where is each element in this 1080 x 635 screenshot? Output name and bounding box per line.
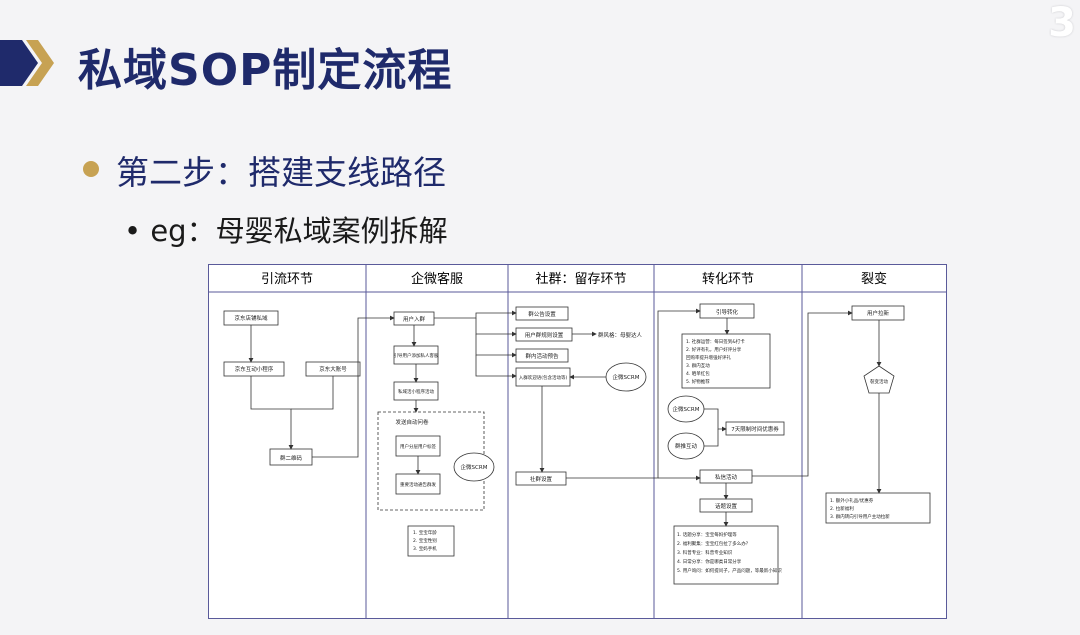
node-convert-list	[681, 333, 771, 389]
bullet-dot-icon	[83, 161, 99, 177]
node-label: 京东店铺私域	[234, 314, 268, 322]
list-line: 3. 宝妈手机	[413, 545, 437, 552]
node-label: 企微SCRM	[461, 463, 488, 471]
node-label: 私信活动	[715, 473, 738, 481]
node-label: 私域活小程序活动	[398, 388, 434, 395]
column-header: 转化环节	[702, 272, 754, 287]
node-label: 用户群规则设置	[525, 331, 564, 339]
list-line: 2. 宝宝性别	[413, 537, 437, 544]
column-header: 引流环节	[261, 272, 313, 287]
node-label: 用户拉新	[867, 309, 890, 317]
node-label: 引导转化	[716, 308, 739, 316]
list-line: 2. 好评有礼，用户好评分享	[686, 346, 742, 353]
node-label: 发送自动问卷	[395, 418, 429, 426]
slide-title: 私域SOP制定流程	[78, 45, 453, 96]
step-heading: 第二步：搭建支线路径	[116, 153, 446, 192]
node-scrm-a	[453, 452, 495, 482]
column-header: 企微客服	[411, 271, 463, 287]
node-label: 重要活动通告群发	[400, 481, 436, 488]
title-chevron-icon	[0, 40, 54, 86]
list-line: 5. 好物推荐	[686, 378, 710, 385]
node-label: 用户分层用户标签	[400, 443, 436, 450]
node-fission-list	[825, 492, 931, 524]
node-label: 入群欢迎语(包含活动等)	[519, 374, 568, 381]
list-line: 3. 群内转向引导用户主动拉新	[830, 513, 890, 520]
node-label: 社群设置	[530, 475, 553, 483]
list-line: 3. 科普专业：科普专业知识	[677, 549, 733, 556]
node-label: 京东大账号	[319, 365, 347, 373]
node-label: 群风格：母婴达人	[598, 331, 643, 339]
list-line: 1. 社群运营：每日签到&打卡	[686, 338, 745, 345]
node-label: 群内活动预告	[525, 352, 559, 360]
example-heading: • eg：母婴私域案例拆解	[124, 214, 448, 248]
node-label: 群推互动	[675, 442, 698, 450]
node-topic-list	[673, 525, 779, 585]
diagram-frame	[208, 264, 947, 619]
node-label: 用户入群	[403, 315, 426, 323]
node-label: 引导用户添加私人客服	[394, 352, 439, 359]
list-line: 4. 晒单红包	[686, 370, 710, 377]
list-line: 2. 福利聚集：宝宝红包拉了多么办？	[677, 540, 750, 547]
node-label: 京东互动小程序	[235, 365, 274, 373]
node-label: 裂变活动	[870, 378, 888, 385]
node-jd-mini	[223, 361, 285, 377]
node-label: 企微SCRM	[673, 405, 700, 413]
column-header: 社群：留存环节	[535, 271, 626, 287]
corner-page-mark: 3	[1048, 0, 1076, 46]
list-line: 1. 额外小礼品/优惠券	[830, 497, 874, 504]
list-line: 2. 拉新福利	[830, 505, 854, 512]
list-line: 回购率提升增强好评礼	[686, 354, 731, 361]
list-line: 4. 日常分享：你是哪类日常分享	[677, 558, 742, 565]
node-label: 群公告设置	[528, 310, 556, 318]
node-label: 群二维码	[280, 454, 303, 462]
node-baby-info	[407, 525, 455, 557]
column-header: 裂变	[861, 271, 887, 287]
list-line: 3. 群内互动	[686, 362, 710, 369]
sop-flowchart: 引流环节 企微客服 社群：留存环节 转化环节 裂变	[208, 264, 947, 619]
list-line: 1. 话题分享：宝宝每妈护理等	[677, 531, 737, 538]
list-line: 1. 宝宝年龄	[413, 529, 437, 536]
node-label: 话题设置	[715, 502, 738, 510]
list-line: 5. 用户询问：如何提问子，产品问题，等最新小知识	[677, 567, 782, 574]
node-label: 7天限制时间优惠券	[731, 425, 779, 433]
node-label: 企微SCRM	[613, 373, 640, 381]
